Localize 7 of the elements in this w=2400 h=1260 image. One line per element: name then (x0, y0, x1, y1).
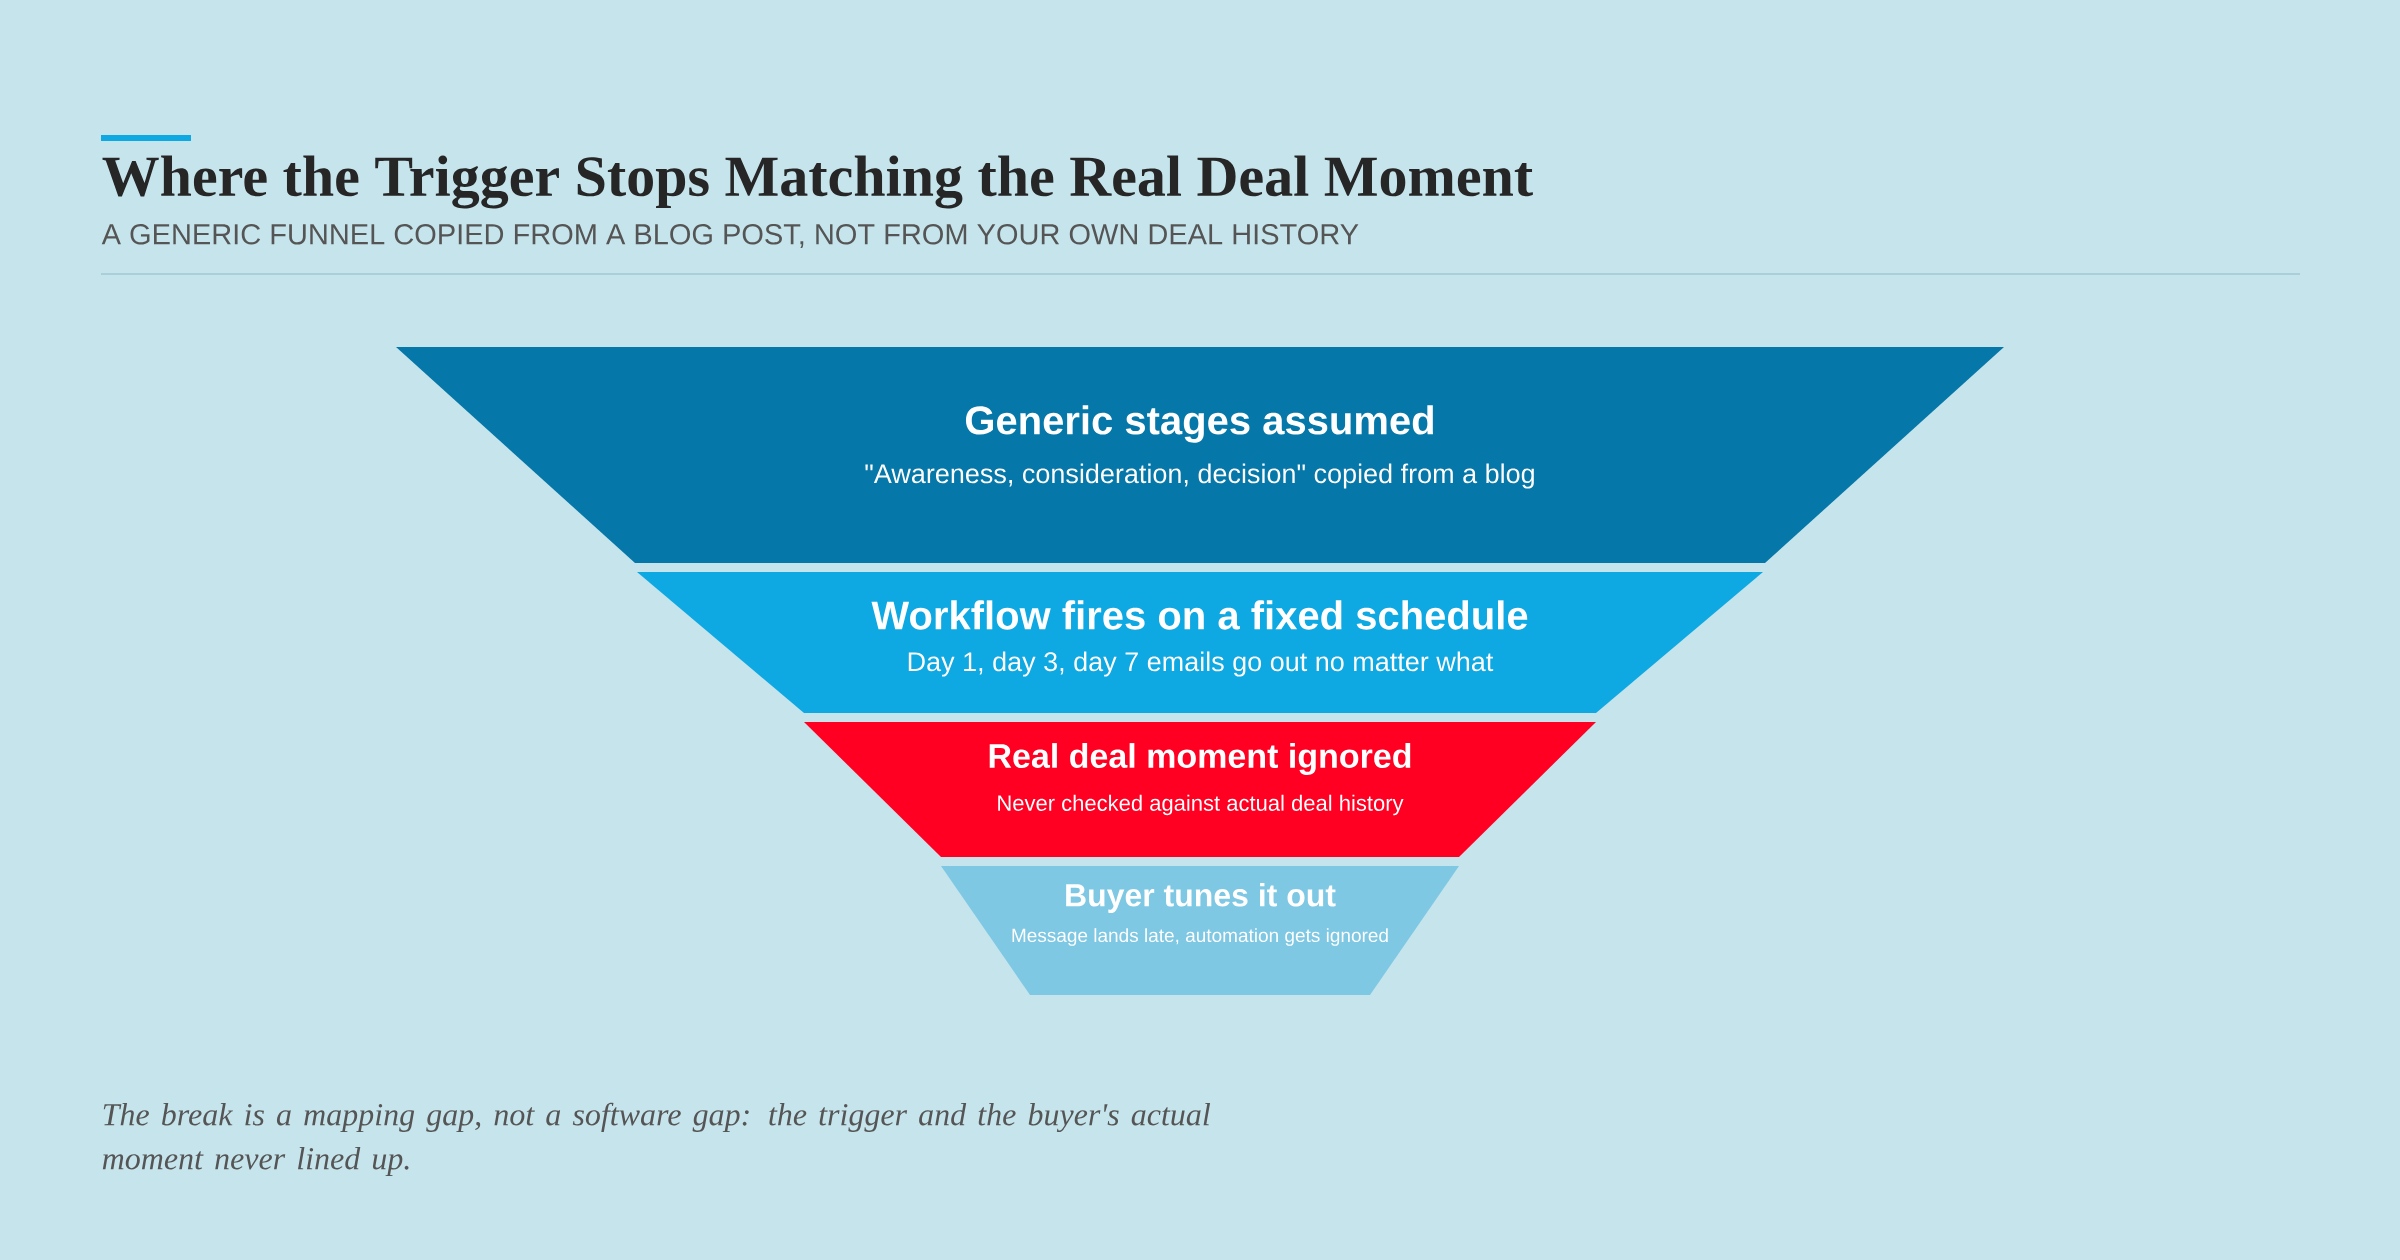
funnel-stage: Real deal moment ignored Never checked against actual deal history (804, 722, 1596, 857)
caption: The break is a mapping gap, not a software gap: the trigger and the buyer's actual moment never lined up. (102, 1102, 1211, 1176)
funnel-stage: Workflow fires on a fixed schedule Day 1, day 3, day 7 emails go out no matter what (637, 572, 1763, 713)
title: Where the Trigger Stops Matching the Real Deal Moment (102, 155, 1533, 209)
subtitle: A GENERIC FUNNEL COPIED FROM A BLOG POST, NOT FROM YOUR OWN DEAL HISTORY (101, 224, 1359, 248)
funnel-stage: Generic stages assumed "Awareness, consideration, decision" copied from a blog (396, 347, 2004, 563)
funnel-stage: Buyer tunes it out Message lands late, automation gets ignored (941, 866, 1459, 995)
